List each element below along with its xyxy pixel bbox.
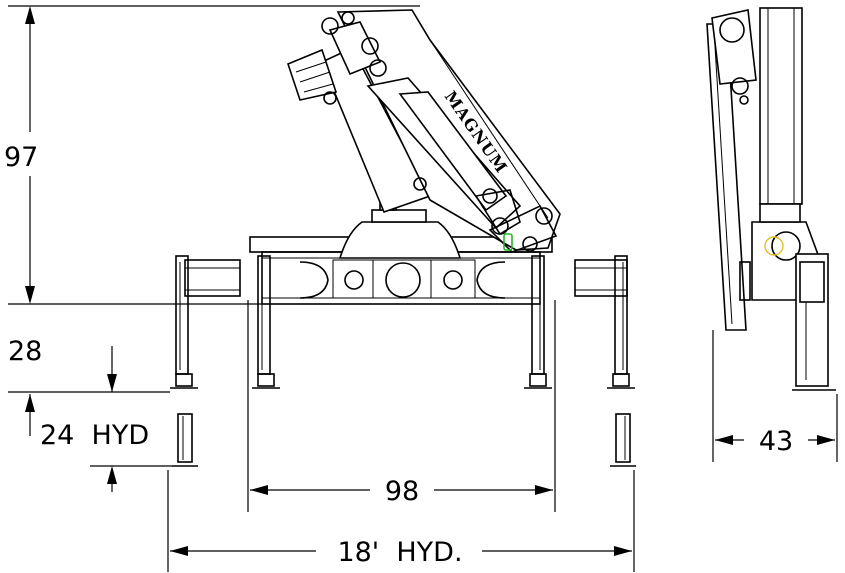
outrigger-leg-outer-left (170, 255, 198, 389)
dimension-spread-hyd: 18' HYD. (337, 537, 462, 568)
side-view (706, 7, 836, 391)
outrigger-leg-inner-left (252, 255, 280, 389)
dimension-depth: 43 (759, 426, 793, 457)
crane-boom: MAGNUM (287, 9, 561, 253)
outrigger-beam-right (574, 259, 628, 297)
dimension-height-max: 97 (4, 142, 38, 173)
dimension-height-frame: 28 (8, 336, 42, 367)
outrigger-leg-inner-right (524, 255, 552, 389)
outrigger-leg-outer-right (607, 255, 635, 389)
front-view: MAGNUM (170, 9, 636, 467)
leg-extension-right (610, 413, 636, 467)
dimension-lines (8, 5, 838, 572)
dimension-leg-travel: 24 HYD (40, 420, 149, 451)
leg-extension-left (172, 413, 198, 467)
outrigger-beam-left (184, 259, 241, 297)
dimension-frame-width: 98 (385, 476, 419, 507)
